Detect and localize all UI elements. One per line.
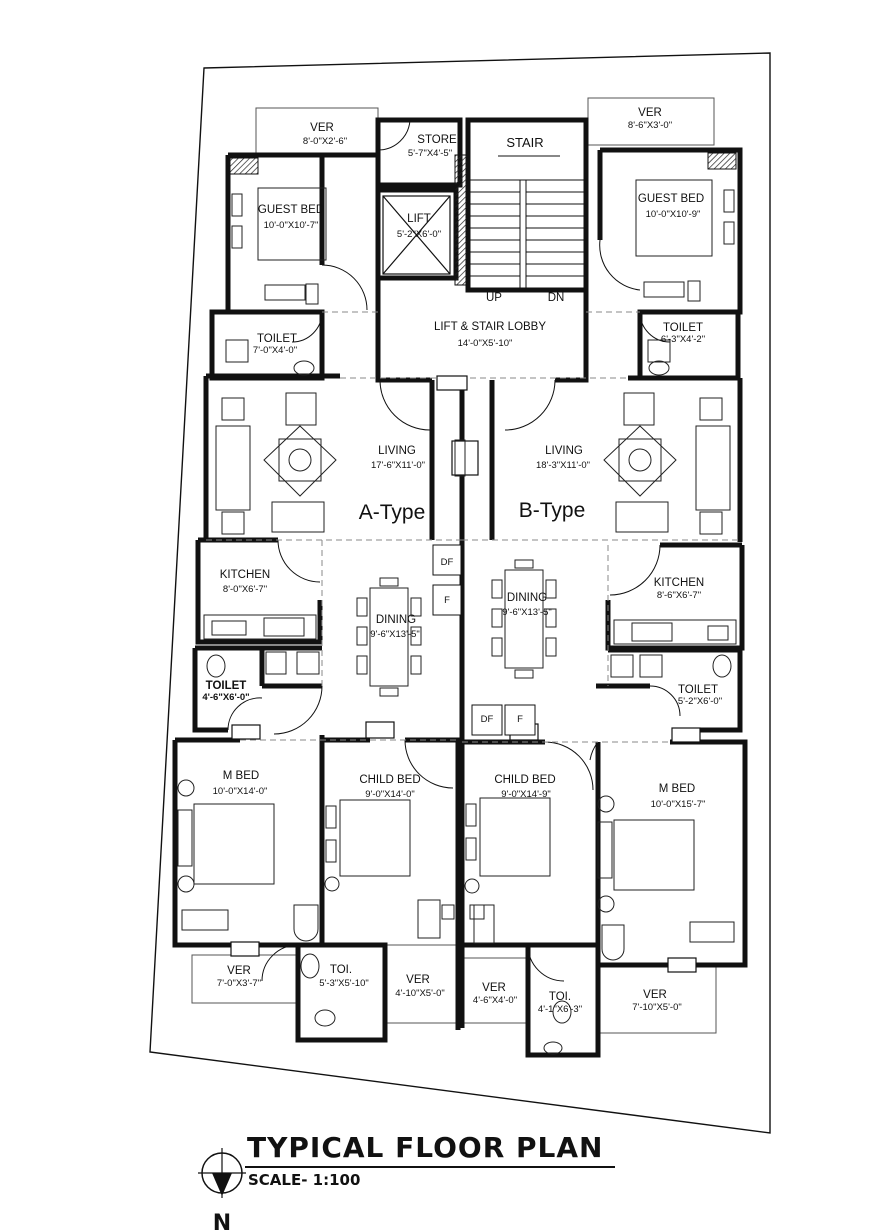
duct-df-b: DF: [481, 714, 494, 725]
dining-a-name: DINING: [376, 614, 416, 626]
m-bed-a-dim: 10'-0"X14'-0": [213, 786, 268, 797]
store-dim: 5'-7"X4'-5": [408, 148, 452, 159]
north-label: N: [213, 1211, 231, 1231]
stair-treads: [470, 155, 584, 289]
toilet-b1-name: TOILET: [663, 322, 703, 334]
toi-a-dim: 5'-3"X5'-10": [319, 978, 368, 989]
b-type-label: B-Type: [519, 499, 586, 522]
title-underline: [245, 1166, 615, 1168]
stair-up: UP: [486, 292, 502, 304]
ver-bc1-name: VER: [406, 974, 430, 986]
ver-tr-name: VER: [638, 107, 662, 119]
ver-tr-dim: 8'-6"X3'-0": [628, 120, 672, 131]
lift-car: [382, 195, 451, 275]
duct-f-a: F: [444, 595, 450, 606]
kitchen-b-dim: 8'-6"X6'-7": [657, 590, 701, 601]
toilet-b2-name: TOILET: [678, 684, 718, 696]
ver-br-name: VER: [643, 989, 667, 1001]
toi-b-dim: 4'-1"X6'-3": [538, 1004, 582, 1015]
dining-b-name: DINING: [507, 592, 547, 604]
ver-tl-dim: 8'-0"X2'-6": [303, 136, 347, 147]
toilet-a1-dim: 7'-0"X4'-0": [253, 345, 297, 356]
store-name: STORE: [417, 134, 457, 146]
lobby-dim: 14'-0"X5'-10": [458, 338, 513, 349]
toilet-b1-dim: 6'-3"X4'-2": [661, 334, 705, 345]
ver-bc2-name: VER: [482, 982, 506, 994]
toilet-a2-dim: 4'-6"X6'-0": [202, 692, 249, 703]
kitchen-b-name: KITCHEN: [654, 577, 704, 589]
toilet-a1-name: TOILET: [257, 333, 297, 345]
m-bed-b-dim: 10'-0"X15'-7": [651, 799, 706, 810]
plan-title: TYPICAL FLOOR PLAN: [247, 1131, 604, 1164]
a-type-label: A-Type: [359, 501, 426, 524]
site-boundary: [149, 52, 771, 1134]
child-bed-b-name: CHILD BED: [494, 774, 555, 786]
child-bed-b-dim: 9'-0"X14'-9": [501, 789, 550, 800]
ver-tl-name: VER: [310, 122, 334, 134]
kitchen-a-dim: 8'-0"X6'-7": [223, 584, 267, 595]
living-a-dim: 17'-6"X11'-0": [371, 460, 425, 471]
m-bed-b-name: M BED: [659, 783, 695, 795]
toilet-b2-dim: 5'-2"X6'-0": [678, 696, 722, 707]
living-b-name: LIVING: [545, 445, 583, 457]
guest-bed-a-name: GUEST BED: [258, 204, 324, 216]
room-labels: VER 8'-0"X2'-6" STORE 5'-7"X4'-5" STAIR …: [202, 107, 722, 1015]
north-arrow-icon: N: [198, 1148, 246, 1231]
toi-b-name: TOI.: [549, 991, 571, 1003]
living-b-dim: 18'-3"X11'-0": [536, 460, 590, 471]
duct-f-b: F: [517, 714, 523, 725]
dining-b-dim: 9'-6"X13'-5": [502, 607, 551, 618]
m-bed-a-name: M BED: [223, 770, 259, 782]
child-bed-a-dim: 9'-0"X14'-0": [365, 789, 414, 800]
ver-bl-dim: 7'-0"X3'-7": [217, 978, 261, 989]
furniture: [177, 179, 737, 1055]
lift-name: LIFT: [407, 213, 431, 225]
ver-bc1-dim: 4'-10"X5'-0": [395, 988, 444, 999]
toi-a-name: TOI.: [330, 964, 352, 976]
guest-bed-a-dim: 10'-0"X10'-7": [264, 220, 319, 231]
stair-dn: DN: [548, 292, 565, 304]
ver-bc2-dim: 4'-6"X4'-0": [473, 995, 517, 1006]
dining-a-dim: 9'-6"X13'-5": [370, 629, 419, 640]
ver-br-dim: 7'-10"X5'-0": [632, 1002, 681, 1013]
lift-dim: 5'-2"X6'-0": [397, 229, 441, 240]
duct-df-a: DF: [441, 557, 454, 568]
opening-lines: [206, 311, 740, 743]
shafts: [229, 152, 737, 286]
ducts: [432, 544, 536, 736]
ver-bl-name: VER: [227, 965, 251, 977]
lobby-name: LIFT & STAIR LOBBY: [434, 321, 546, 333]
toilet-a2-name: TOILET: [206, 680, 247, 692]
door-swings: [227, 119, 681, 982]
plan-scale: SCALE- 1:100: [248, 1171, 361, 1189]
living-a-name: LIVING: [378, 445, 416, 457]
child-bed-a-name: CHILD BED: [359, 774, 420, 786]
guest-bed-b-name: GUEST BED: [638, 193, 704, 205]
stair-name: STAIR: [506, 135, 543, 150]
guest-bed-b-dim: 10'-0"X10'-9": [646, 209, 701, 220]
kitchen-a-name: KITCHEN: [220, 569, 270, 581]
